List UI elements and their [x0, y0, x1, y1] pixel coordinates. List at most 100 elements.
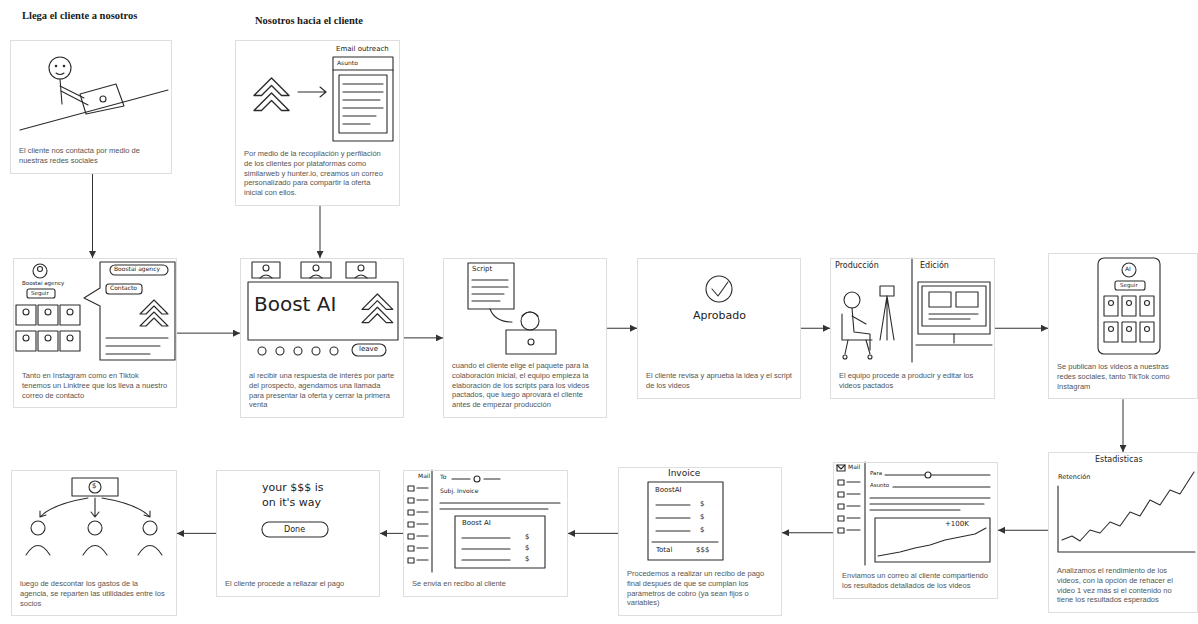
production-editing-sketch-part: [918, 282, 990, 334]
invoice-sketch: [648, 482, 723, 560]
results-email-sketch-part: [838, 504, 844, 509]
illustration-area: [241, 259, 403, 366]
results-email-sketch-part: [847, 481, 860, 482]
panel-caption: Enviamos un correo al cliente compartien…: [834, 566, 997, 598]
person-laptop-sketch-part: [100, 96, 106, 102]
flow-arrow: [177, 333, 240, 334]
script-sketch-part: [528, 339, 534, 345]
video-call-sketch-part: [260, 275, 272, 278]
flow-arrow: [404, 337, 443, 338]
person-laptop-sketch: [20, 57, 168, 130]
approved-check-sketch-part: [712, 282, 728, 296]
video-call-sketch-part: [355, 275, 367, 278]
flow-arrow: [380, 533, 403, 534]
sketch-text: Estadisticas: [1095, 455, 1143, 464]
panel-caption: luego de descontar los gastos de la agen…: [12, 574, 176, 615]
sketch-text: Seguir: [31, 290, 49, 296]
email-outreach-sketch-part: [333, 69, 393, 70]
invoice-email-sketch-part: [417, 511, 428, 512]
storyboard-panel: El cliente revisa y aprueba la idea y el…: [637, 258, 801, 399]
flow-arrow: [995, 328, 1048, 329]
social-profile-sketch-part: [60, 305, 80, 325]
phone-profile-sketch-part: [1122, 296, 1136, 316]
storyboard-panel: Enviamos un correo al cliente compartien…: [833, 462, 998, 599]
phone-profile-sketch-part: [1098, 258, 1160, 354]
person-laptop-sketch-part: [63, 65, 66, 68]
panel-caption: Procedemos a realizar un recibo de pago …: [619, 564, 781, 615]
sketch-text: Invoice: [668, 468, 700, 478]
sketch-text: BoostAI: [655, 486, 682, 494]
phone-profile-sketch-part: [1122, 322, 1136, 342]
sketch-text: Boostai agency: [114, 266, 160, 273]
profit-split-sketch-part: [102, 498, 150, 517]
illustration-area: [12, 471, 176, 574]
phone-profile-sketch-part: [1109, 301, 1114, 306]
email-outreach-sketch: [254, 57, 393, 141]
social-profile-sketch-part: [140, 300, 168, 326]
panel-caption: al recibir una respuesta de interés por …: [241, 366, 403, 417]
panel-caption: El cliente procede a rellazar el pago: [217, 574, 379, 596]
social-profile-sketch-part: [67, 335, 73, 341]
storyboard-panel: cuando el cliente elige el paquete para …: [443, 258, 607, 418]
production-editing-sketch-part: [852, 316, 866, 324]
sketch-text: Mail: [848, 464, 860, 471]
video-call-sketch-part: [310, 275, 322, 278]
video-call-sketch-part: [313, 265, 319, 271]
storyboard-panel: luego de descontar los gastos de la agen…: [11, 470, 177, 616]
video-call-sketch-part: [362, 294, 393, 323]
social-profile-sketch-part: [38, 305, 58, 325]
results-email-sketch-part: [870, 498, 990, 510]
invoice-email-sketch-part: [408, 558, 414, 563]
illustration-area: [404, 471, 567, 574]
social-profile-sketch-part: [67, 309, 73, 315]
script-sketch-part: [472, 280, 508, 301]
profit-split-sketch: [26, 478, 162, 555]
illustration-area: [11, 41, 171, 141]
person-laptop-sketch-part: [20, 90, 168, 130]
production-editing-sketch: [842, 258, 992, 362]
results-email-sketch-part: [837, 465, 845, 469]
sketch-text: $$$: [696, 546, 709, 554]
video-call-sketch-part: [263, 265, 269, 271]
video-call-sketch-part: [258, 347, 266, 355]
results-email-sketch-part: [847, 505, 860, 506]
social-profile-sketch-part: [16, 331, 36, 351]
video-call-sketch-part: [346, 262, 376, 278]
invoice-email-sketch-part: [408, 546, 414, 551]
sketch-text: Retención: [1058, 474, 1090, 481]
illustration-area: [1049, 453, 1197, 561]
results-email-sketch-part: [838, 492, 844, 497]
profit-split-sketch-part: [91, 498, 99, 517]
illustration-area: [638, 259, 800, 366]
video-call-sketch-part: [276, 347, 284, 355]
illustration-area: [217, 471, 379, 574]
sketch-text: Subj. Invoice: [440, 488, 478, 495]
sketch-text: $: [525, 533, 529, 541]
phone-profile-sketch-part: [1109, 327, 1114, 332]
social-profile-sketch-part: [106, 338, 168, 354]
production-editing-sketch-part: [880, 286, 894, 296]
video-call-sketch-part: [252, 262, 280, 278]
social-profile-sketch-part: [84, 262, 175, 360]
flow-arrow: [607, 328, 637, 329]
payment-done-sketch-part: [262, 522, 328, 537]
flow-arrow: [568, 533, 618, 534]
person-laptop-sketch-part: [56, 73, 64, 75]
social-profile-sketch-part: [33, 264, 47, 278]
sketch-text: Script: [472, 265, 492, 273]
invoice-email-sketch-part: [440, 503, 560, 509]
invoice-sketch-part: [652, 541, 718, 542]
panel-caption: Se publican los videos a nuestras redes …: [1049, 357, 1197, 398]
social-profile-sketch-part: [38, 331, 58, 351]
flow-arrow: [177, 533, 216, 534]
social-profile-sketch-part: [45, 335, 51, 341]
sketch-text: $: [92, 482, 96, 490]
person-laptop-sketch-part: [60, 86, 88, 105]
person-laptop-sketch-part: [49, 57, 71, 79]
panel-caption: cuando el cliente elige el paquete para …: [444, 356, 606, 417]
illustration-area: [834, 463, 997, 566]
illustration-area: [236, 41, 399, 144]
invoice-email-sketch-part: [431, 470, 432, 572]
